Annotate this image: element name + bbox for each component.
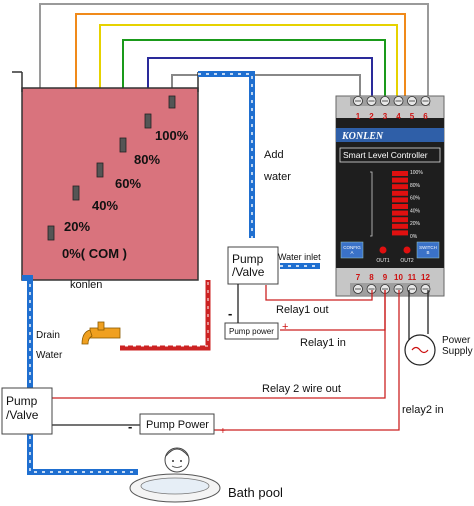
top-terminal-number-4: 4 bbox=[396, 112, 401, 121]
led-scale-label: 80% bbox=[410, 183, 421, 189]
bottom-terminal-number-12: 12 bbox=[421, 273, 430, 282]
level-label-20: 20% bbox=[64, 219, 90, 234]
pump-bottom-plus: + bbox=[220, 426, 226, 437]
tank-brand: konlen bbox=[70, 279, 102, 291]
bottom-terminal-number-10: 10 bbox=[394, 273, 403, 282]
relay2-in-label: relay2 in bbox=[402, 404, 444, 416]
pump-power-bottom-label: Pump Power bbox=[146, 419, 209, 431]
bottom-terminal-number-9: 9 bbox=[383, 273, 388, 282]
led-scale-label: 100% bbox=[410, 170, 423, 176]
relay2-in-wire bbox=[212, 290, 400, 431]
led-scale-label: 0% bbox=[410, 234, 418, 240]
led-segment bbox=[392, 184, 408, 190]
led-scale-label: 40% bbox=[410, 208, 421, 214]
wire-100 bbox=[171, 74, 361, 104]
level-label-com: 0%( COM ) bbox=[62, 246, 127, 261]
inlet-pipe bbox=[198, 71, 255, 238]
led-segment bbox=[392, 210, 408, 216]
top-terminal-number-6: 6 bbox=[423, 112, 428, 121]
led-segment bbox=[392, 217, 408, 223]
relay2-out-wire bbox=[50, 290, 386, 399]
led-segment bbox=[392, 190, 408, 196]
power-supply-icon bbox=[404, 334, 436, 366]
bath-pool-label: Bath pool bbox=[228, 485, 283, 500]
water-inlet-label: Water inlet bbox=[278, 252, 321, 262]
water-tank bbox=[12, 71, 199, 281]
out1-led bbox=[379, 246, 387, 254]
pump-power-top-label: Pump power bbox=[229, 327, 274, 336]
controller-title: Smart Level Controller bbox=[343, 150, 428, 160]
probe-100 bbox=[168, 95, 176, 109]
relay-wires bbox=[50, 284, 429, 431]
level-label-80: 80% bbox=[134, 152, 160, 167]
led-scale-label: 20% bbox=[410, 221, 421, 227]
controller-led-scale: 100% 80% 60% 40% 20% 0% bbox=[370, 170, 423, 240]
relay2-wire-out-label: Relay 2 wire out bbox=[262, 383, 341, 395]
led-segment bbox=[392, 230, 408, 236]
led-scale-bracket bbox=[370, 171, 373, 237]
probe-60 bbox=[119, 137, 127, 153]
pump-valve-bottom-label: Pump/Valve bbox=[6, 394, 39, 422]
led-segment bbox=[392, 171, 408, 176]
out2-label: OUT2 bbox=[400, 258, 414, 264]
probe-40 bbox=[96, 162, 104, 178]
controller-led-bar bbox=[392, 171, 408, 236]
faucet-icon bbox=[81, 321, 121, 345]
level-label-60: 60% bbox=[115, 176, 141, 191]
pump-valve-top-label: Pump/Valve bbox=[232, 252, 265, 279]
level-controller: KONLEN Smart Level Controller bbox=[335, 95, 445, 297]
bath-pool-icon bbox=[129, 447, 221, 503]
pump-top-plus: + bbox=[282, 321, 288, 333]
top-terminal-number-2: 2 bbox=[369, 112, 374, 121]
pump-valve-top: Pump/Valve bbox=[227, 246, 279, 285]
controller-brand: KONLEN bbox=[341, 131, 384, 142]
drain-pipe bbox=[22, 275, 138, 475]
pump-valve-bottom: Pump/Valve bbox=[1, 387, 53, 435]
relay1-out-wire bbox=[265, 285, 373, 301]
level-label-100: 100% bbox=[155, 128, 189, 143]
out1-label: OUT1 bbox=[376, 258, 390, 264]
bottom-terminal-number-7: 7 bbox=[356, 273, 361, 282]
tank-outlet-pipe bbox=[120, 280, 211, 351]
pump-power-top: Pump power bbox=[224, 322, 279, 340]
led-segment bbox=[392, 197, 408, 203]
probe-20 bbox=[72, 185, 80, 201]
pump-bottom-minus: - bbox=[128, 419, 132, 434]
top-terminal-number-1: 1 bbox=[356, 112, 361, 121]
relay1-in-label: Relay1 in bbox=[300, 337, 346, 349]
pump-power-bottom: Pump Power bbox=[139, 413, 215, 435]
top-terminal-number-3: 3 bbox=[383, 112, 388, 121]
relay1-out-label: Relay1 out bbox=[276, 304, 329, 316]
top-terminal-number-5: 5 bbox=[410, 112, 415, 121]
out2-led bbox=[403, 246, 411, 254]
led-segment bbox=[392, 223, 408, 229]
led-segment bbox=[392, 204, 408, 209]
probe-80 bbox=[144, 113, 152, 129]
led-segment bbox=[392, 177, 408, 183]
led-scale-label: 60% bbox=[410, 196, 421, 202]
level-label-40: 40% bbox=[92, 198, 118, 213]
bottom-terminal-number-11: 11 bbox=[408, 273, 417, 282]
pipe-flow-arrows bbox=[29, 73, 320, 473]
probe-com bbox=[47, 225, 55, 241]
pump-top-minus: - bbox=[228, 306, 232, 321]
bottom-terminal-number-8: 8 bbox=[369, 273, 374, 282]
level-probes bbox=[47, 95, 176, 241]
